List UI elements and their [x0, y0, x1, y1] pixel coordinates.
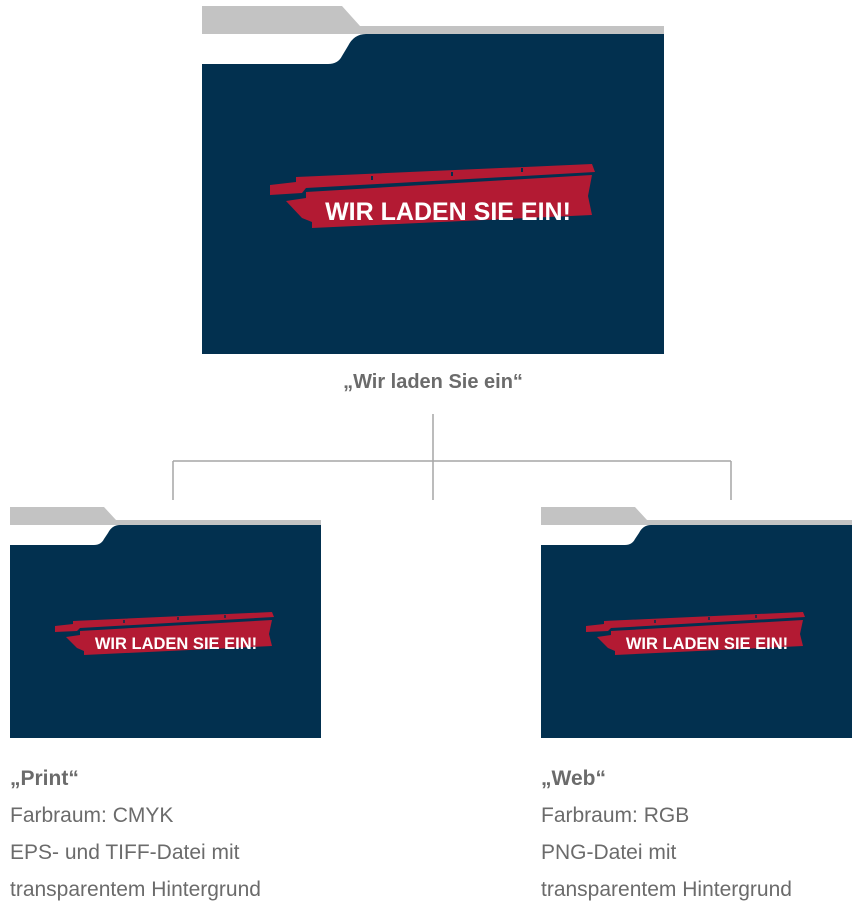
print-colorspace: Farbraum: CMYK: [10, 804, 174, 827]
banner-icon: WIR LADEN SIE EIN!: [55, 612, 274, 655]
banner-icon: WIR LADEN SIE EIN!: [586, 612, 805, 655]
folder-tab: [10, 507, 321, 525]
print-filetype: EPS- und TIFF-Datei mit: [10, 841, 240, 864]
web-caption: „Web“ Farbraum: RGB PNG-Datei mit transp…: [541, 760, 855, 908]
print-caption: „Print“ Farbraum: CMYK EPS- und TIFF-Dat…: [10, 760, 330, 908]
print-background: transparentem Hintergrund: [10, 878, 261, 901]
root-folder-icon[interactable]: WIR LADEN SIE EIN!: [202, 6, 664, 354]
print-title: „Print“: [10, 767, 79, 790]
web-background: transparentem Hintergrund: [541, 878, 792, 901]
web-filetype: PNG-Datei mit: [541, 841, 677, 864]
banner-icon: WIR LADEN SIE EIN!: [270, 164, 595, 228]
print-banner-text: WIR LADEN SIE EIN!: [95, 635, 257, 653]
folder-tab: [541, 507, 852, 525]
folder-tab: [202, 6, 664, 34]
print-folder-icon[interactable]: WIR LADEN SIE EIN!: [10, 507, 321, 738]
root-banner-text: WIR LADEN SIE EIN!: [325, 198, 571, 226]
web-banner-text: WIR LADEN SIE EIN!: [626, 635, 788, 653]
web-colorspace: Farbraum: RGB: [541, 804, 690, 827]
web-folder-icon[interactable]: WIR LADEN SIE EIN!: [541, 507, 852, 738]
web-title: „Web“: [541, 767, 606, 790]
root-caption: „Wir laden Sie ein“: [343, 371, 523, 393]
